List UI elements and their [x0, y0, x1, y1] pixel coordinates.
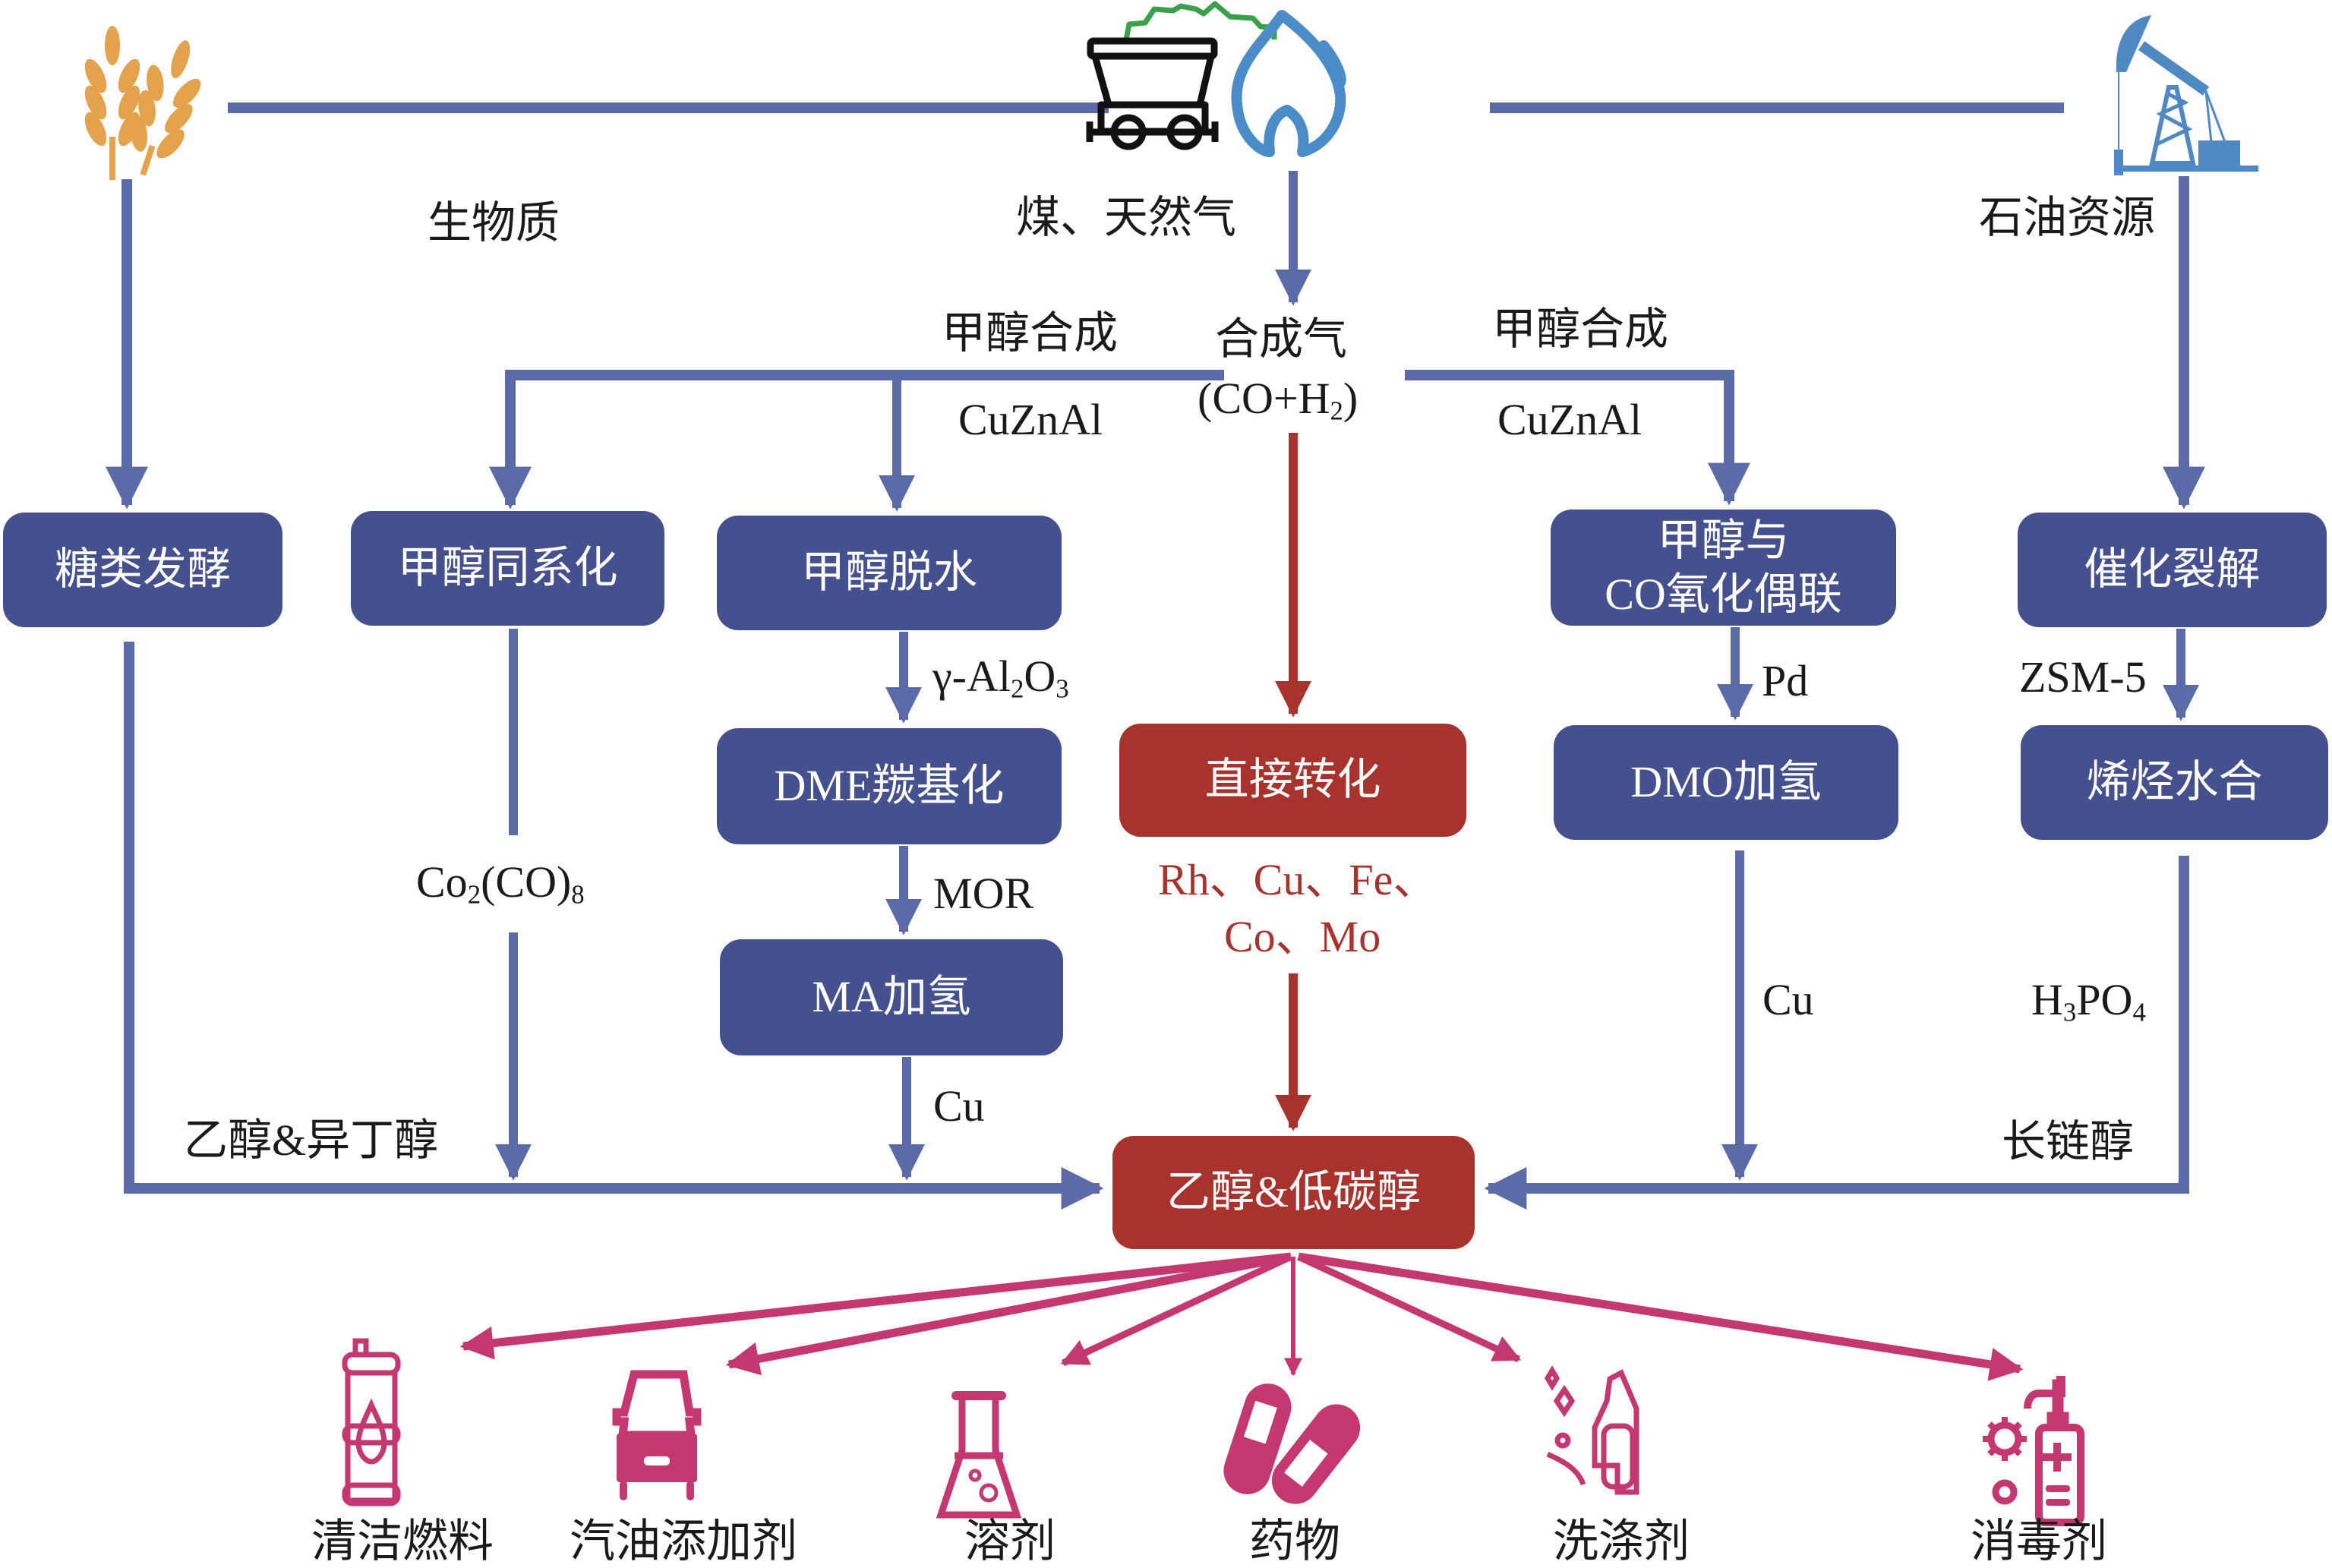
product-disinfectant: 消毒剂: [1971, 1516, 2107, 1566]
catalyst-co2co8-sub1: 2: [467, 879, 481, 910]
cuznal-right-label: CuZnAl: [1497, 395, 1642, 444]
syngas-formula-suffix: ): [1343, 374, 1358, 423]
oil-pump-icon: [2114, 15, 2258, 175]
catalyst-gamma-alumina-sub1: 2: [1010, 674, 1024, 704]
catalyst-pd: Pd: [1762, 656, 1809, 705]
product-gasoline-additive: 汽油添加剂: [570, 1516, 797, 1566]
catalyst-cu-ma: Cu: [933, 1081, 985, 1131]
coal-gas-label: 煤、天然气: [1016, 193, 1237, 242]
product-medicine: 药物: [1249, 1516, 1340, 1566]
box-methanol-dehydration[interactable]: 甲醇脱水: [717, 516, 1062, 630]
syngas-label: 合成气: [1215, 314, 1348, 364]
box-sugar-fermentation[interactable]: 糖类发酵: [3, 513, 282, 627]
petroleum-label: 石油资源: [1979, 193, 2156, 242]
arrow-to-fuel: [459, 1252, 1292, 1360]
box-methanol-co-coupling-line1: 甲醇与: [1657, 515, 1790, 565]
box-direct-conversion[interactable]: 直接转化: [1119, 724, 1466, 837]
box-catalytic-cracking[interactable]: 催化裂解: [2018, 513, 2327, 627]
product-detergent: 洗涤剂: [1553, 1516, 1690, 1566]
syngas-formula: (CO+H2): [1198, 377, 1358, 424]
catalyst-gamma-alumina-prefix: γ-Al: [932, 651, 1011, 701]
catalyst-gamma-alumina: γ-Al2O3: [932, 655, 1069, 702]
catalyst-mor: MOR: [933, 869, 1034, 918]
fuel-barrel-icon: [342, 1338, 401, 1506]
catalyst-h3po4-sub2: 4: [2132, 997, 2146, 1027]
methanol-synthesis-right-label: 甲醇合成: [1492, 304, 1669, 354]
wheat-icon: [84, 26, 201, 180]
route-output-left: 乙醇&异丁醇: [184, 1115, 439, 1165]
right-collector-line: [1484, 856, 2189, 1210]
box-methanol-homologation[interactable]: 甲醇同系化: [351, 511, 664, 626]
catalyst-h3po4: H3PO4: [2031, 978, 2146, 1026]
catalyst-gamma-alumina-mid: O: [1024, 651, 1056, 701]
catalyst-direct-line1: Rh、Cu、Fe、: [1158, 855, 1437, 904]
box-dmo-hydrogenation[interactable]: DMO加氢: [1554, 725, 1898, 840]
methanol-synthesis-right-bracket: [1405, 370, 1750, 506]
catalyst-cu-dmo: Cu: [1762, 975, 1814, 1024]
product-clean-fuel: 清洁燃料: [311, 1516, 494, 1566]
left-collector-line: [124, 642, 1104, 1210]
catalyst-zsm5: ZSM-5: [2019, 652, 2147, 702]
flask-icon: [936, 1391, 1022, 1519]
product-solvent: 溶剂: [964, 1516, 1056, 1566]
pills-icon: [1223, 1383, 1361, 1504]
methanol-synthesis-left-label: 甲醇合成: [942, 308, 1119, 358]
catalyst-direct-line2: Co、Mo: [1224, 912, 1381, 961]
product-arrows: [459, 1252, 2024, 1381]
methanol-synthesis-left-bracket: [489, 370, 1224, 510]
sanitizer-bottle-icon: [1983, 1376, 2084, 1526]
catalyst-co2co8-prefix: Co: [416, 857, 468, 907]
catalyst-h3po4-sub1: 3: [2062, 997, 2077, 1027]
cuznal-left-label: CuZnAl: [958, 395, 1103, 444]
gas-flame-icon: [1231, 10, 1346, 157]
catalyst-co2co8-mid: (CO): [481, 857, 572, 907]
catalyst-co2co8-sub2: 8: [571, 879, 585, 910]
box-methanol-co-coupling-line2: CO氧化偶联: [1605, 569, 1842, 619]
route-output-right: 长链醇: [2002, 1117, 2135, 1166]
box-olefin-hydration[interactable]: 烯烃水合: [2021, 725, 2328, 840]
arrow-to-gasoline-additive: [725, 1252, 1292, 1376]
box-ethanol-lower-alcohols[interactable]: 乙醇&低碳醇: [1112, 1136, 1475, 1249]
arrow-to-solvent: [1060, 1253, 1292, 1367]
box-methanol-co-coupling[interactable]: 甲醇与 CO氧化偶联: [1551, 510, 1896, 626]
arrow-to-detergent: [1297, 1253, 1522, 1363]
box-dme-carbonylation[interactable]: DME羰基化: [717, 728, 1062, 844]
catalyst-h3po4-mid: PO: [2076, 975, 2133, 1024]
catalyst-h3po4-prefix: H: [2031, 975, 2063, 1024]
coal-cart-icon: [1086, 1, 1277, 150]
biomass-label: 生物质: [428, 198, 560, 248]
box-ma-hydrogenation[interactable]: MA加氢: [720, 939, 1063, 1055]
syngas-formula-prefix: (CO+H: [1198, 374, 1330, 423]
catalyst-gamma-alumina-sub2: 3: [1056, 674, 1069, 704]
detergent-bottle-icon: [1544, 1365, 1639, 1495]
arrow-to-disinfectant: [1298, 1252, 2024, 1381]
catalyst-co2co8: Co2(CO)8: [416, 860, 585, 908]
syngas-formula-sub: 2: [1330, 396, 1343, 426]
car-icon: [612, 1370, 702, 1500]
